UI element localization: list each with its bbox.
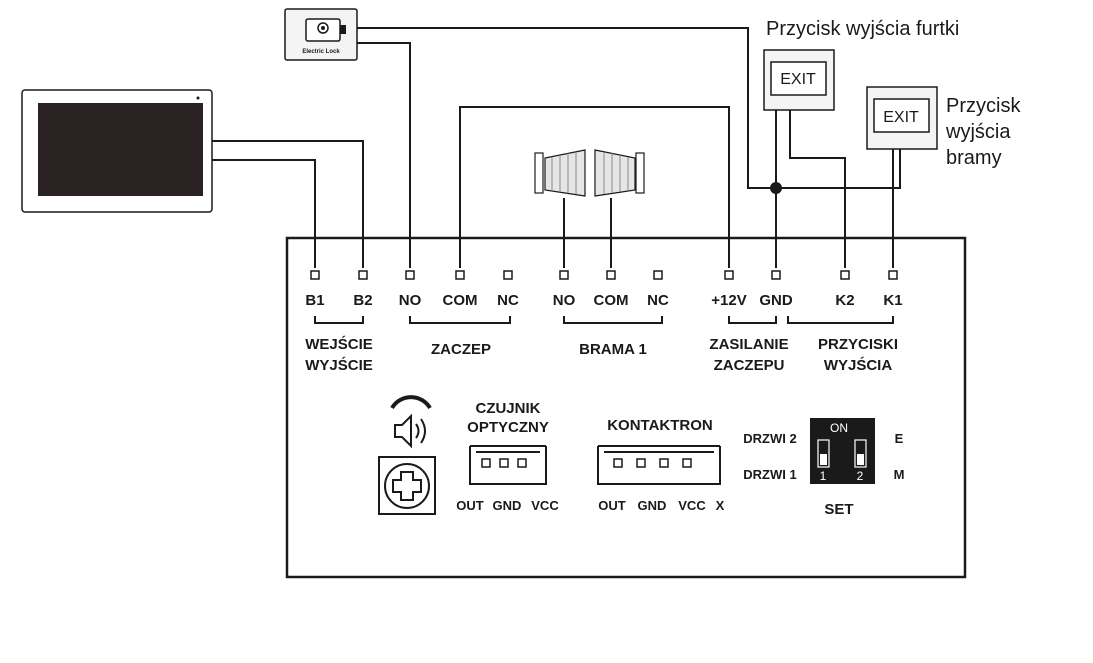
group-brama1: BRAMA 1: [579, 341, 647, 358]
terminal-plus12v: +12V: [711, 292, 746, 309]
electric-lock-device: Electric Lock: [284, 8, 358, 61]
group-brackets: [314, 316, 894, 324]
terminal-gnd: GND: [759, 292, 793, 309]
control-unit-box: [285, 236, 967, 579]
dip-drzwi2-label: DRZWI 2: [743, 431, 796, 446]
potentiometer-icon: [378, 456, 436, 515]
exit-gate-caption: Przycisk wyjścia furtki: [766, 18, 959, 40]
group-wejscie-1: WEJŚCIE: [305, 335, 373, 353]
czujnik-pin-gnd: GND: [493, 498, 522, 513]
speaker-icon: [390, 395, 432, 449]
terminal-k2: K2: [835, 292, 854, 309]
group-zasilanie-1: ZASILANIE: [709, 336, 788, 353]
terminal-zaczep-com: COM: [443, 292, 478, 309]
dip-switch-1-label: 1: [820, 469, 827, 483]
dip-on-label: ON: [830, 421, 848, 435]
czujnik-connector: [469, 445, 547, 485]
exit-door-caption-3: bramy: [946, 147, 1002, 169]
kontaktron-connector: [597, 445, 721, 485]
exit-door-caption-2: wyjścia: [945, 121, 1011, 143]
terminal-b1: B1: [305, 292, 324, 309]
group-zasilanie-2: ZACZEPU: [714, 357, 785, 374]
kontaktron-title: KONTAKTRON: [607, 417, 713, 434]
exit-button-door: EXIT: [866, 86, 938, 150]
exit-door-caption-1: Przycisk: [946, 95, 1021, 117]
electric-lock-label: Electric Lock: [302, 49, 340, 55]
terminal-brama-com: COM: [594, 292, 629, 309]
dip-drzwi1-label: DRZWI 1: [743, 467, 796, 482]
terminal-b2: B2: [353, 292, 372, 309]
exit-door-label: EXIT: [883, 109, 919, 126]
terminal-brama-no: NO: [553, 292, 576, 309]
terminal-pads: [310, 270, 898, 280]
exit-gate-label: EXIT: [780, 71, 816, 88]
dip-switch: ON 1 2: [810, 418, 875, 484]
group-przyciski-1: PRZYCISKI: [818, 336, 898, 353]
gate-icon: [534, 149, 645, 197]
terminal-zaczep-nc: NC: [497, 292, 519, 309]
kontaktron-pin-out: OUT: [598, 498, 626, 513]
terminal-zaczep-no: NO: [399, 292, 422, 309]
kontaktron-pin-vcc: VCC: [678, 498, 706, 513]
terminal-k1: K1: [883, 292, 902, 309]
group-zaczep: ZACZEP: [431, 341, 491, 358]
group-wejscie-2: WYJŚCIE: [305, 356, 373, 374]
exit-button-gate: EXIT: [763, 49, 835, 111]
wires: [212, 27, 901, 268]
czujnik-title-1: CZUJNIK: [475, 400, 540, 417]
czujnik-title-2: OPTYCZNY: [467, 419, 549, 436]
terminal-brama-nc: NC: [647, 292, 669, 309]
group-przyciski-2: WYJŚCIA: [824, 356, 893, 374]
dip-set-label: SET: [824, 501, 853, 518]
dip-switch-2-label: 2: [857, 469, 864, 483]
dip-m-label: M: [894, 467, 905, 482]
dip-e-label: E: [895, 431, 904, 446]
kontaktron-pin-x: X: [716, 498, 725, 513]
czujnik-pin-vcc: VCC: [531, 498, 559, 513]
monitor-device: [21, 89, 213, 213]
czujnik-pin-out: OUT: [456, 498, 484, 513]
kontaktron-pin-gnd: GND: [638, 498, 667, 513]
